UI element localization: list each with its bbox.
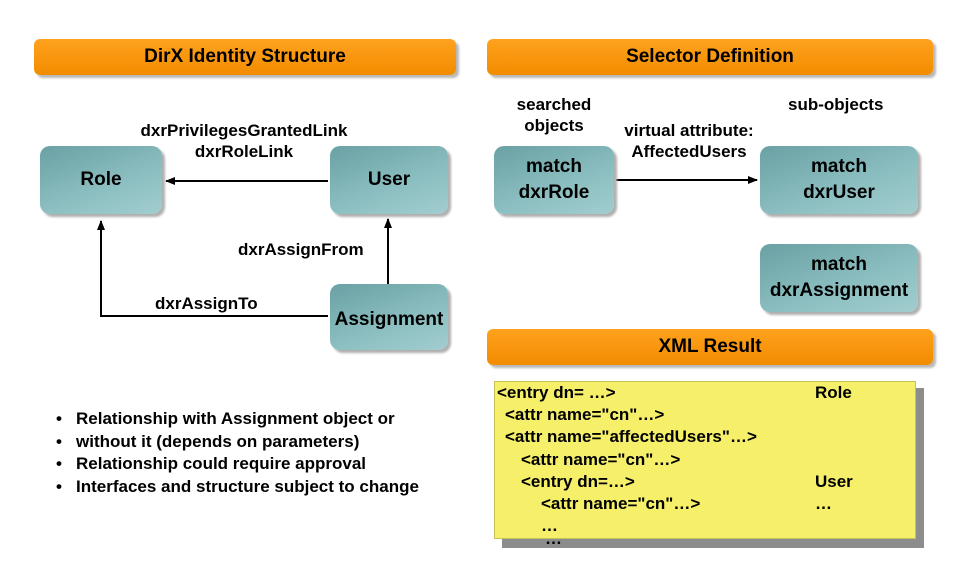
label-line: AffectedUsers xyxy=(631,142,747,161)
label-line: virtual attribute: xyxy=(624,121,754,140)
node-label: match xyxy=(811,156,867,177)
node-role: Role xyxy=(40,146,162,214)
bullet-item-continuation: without it (depends on parameters) xyxy=(54,431,419,454)
node-label: match xyxy=(811,254,867,275)
node-label: dxrRole xyxy=(518,182,590,203)
xml-line: <attr name="cn"…> xyxy=(521,450,681,469)
node-user: User xyxy=(330,146,448,214)
xml-line: <attr name="cn"…> xyxy=(541,494,701,513)
xml-line: … xyxy=(545,529,562,548)
xml-line: <entry dn= …> xyxy=(497,383,616,402)
bullet-item: Relationship could require approval xyxy=(54,453,419,476)
xml-result-box: <entry dn= …> <attr name="cn"…> <attr na… xyxy=(494,381,916,548)
link-label-privileges: dxrPrivilegesGrantedLink xyxy=(140,121,348,140)
link-labels-role-user: dxrPrivilegesGrantedLink dxrRoleLink xyxy=(124,120,364,162)
xml-type-ellipsis: … xyxy=(815,494,832,513)
virtual-attribute-label: virtual attribute: AffectedUsers xyxy=(614,120,764,162)
banner-title: Selector Definition xyxy=(626,46,794,67)
node-label: dxrAssignment xyxy=(769,280,909,301)
link-label-assign-to: dxrAssignTo xyxy=(155,294,258,313)
node-label: match xyxy=(526,156,582,177)
node-match-dxruser: match dxrUser xyxy=(760,146,918,214)
node-match-dxrrole: match dxrRole xyxy=(494,146,614,214)
bullet-item: Interfaces and structure subject to chan… xyxy=(54,476,419,499)
node-label: dxrUser xyxy=(803,182,875,203)
sub-objects-label: sub-objects xyxy=(788,95,884,114)
banner-dirx-identity-structure: DirX Identity Structure xyxy=(34,39,456,75)
label-line: objects xyxy=(524,116,584,135)
link-label-assign-from: dxrAssignFrom xyxy=(238,240,364,259)
xml-line: … xyxy=(541,516,558,535)
node-label: User xyxy=(367,169,411,190)
node-label: Role xyxy=(80,169,122,190)
node-match-dxrassignment: match dxrAssignment xyxy=(760,244,918,312)
banner-title: XML Result xyxy=(658,336,762,357)
link-label-rolelink: dxrRoleLink xyxy=(194,142,294,161)
arrow-assignment-to-role xyxy=(97,220,328,317)
label-line: searched xyxy=(516,95,592,114)
node-assignment: Assignment xyxy=(330,284,448,350)
node-label: Assignment xyxy=(334,309,444,330)
banner-title: DirX Identity Structure xyxy=(144,46,346,67)
xml-type-user: User xyxy=(815,472,853,491)
searched-objects-label: searched objects xyxy=(506,94,602,136)
bullet-list: Relationship with Assignment object or w… xyxy=(54,408,419,498)
xml-type-role: Role xyxy=(815,383,852,402)
banner-xml-result: XML Result xyxy=(487,329,933,365)
banner-selector-definition: Selector Definition xyxy=(487,39,933,75)
xml-line: <entry dn=…> xyxy=(521,472,635,491)
xml-line: <attr name="affectedUsers"…> xyxy=(505,427,757,446)
xml-line: <attr name="cn"…> xyxy=(505,405,665,424)
bullet-item: Relationship with Assignment object or xyxy=(54,408,419,431)
